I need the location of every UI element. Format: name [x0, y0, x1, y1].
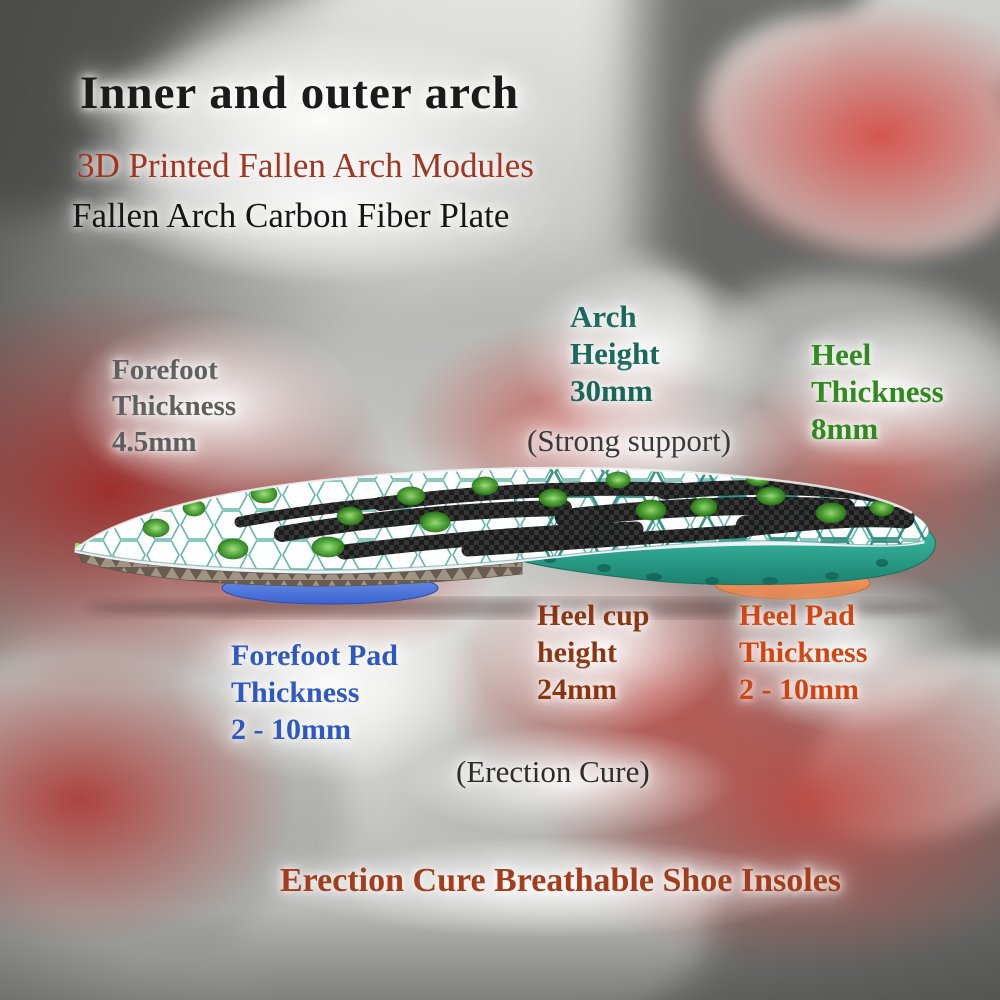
subtitle-3d-printed: 3D Printed Fallen Arch Modules [77, 146, 534, 185]
label-heel-cup-height: Heel cup height 24mm [537, 599, 650, 706]
insole-illustration [73, 466, 944, 618]
label-forefoot-pad-thickness: Forefoot Pad Thickness 2 - 10mm [231, 639, 398, 746]
tread-layer [77, 551, 523, 587]
label-forefoot-thickness: Forefoot Thickness 4.5mm [112, 354, 237, 458]
page-title: Inner and outer arch [80, 67, 520, 119]
label-strong-support: (Strong support) [527, 423, 732, 458]
label-heel-pad-thickness: Heel Pad Thickness 2 - 10mm [739, 599, 868, 706]
subtitle-carbon-plate: Fallen Arch Carbon Fiber Plate [72, 196, 510, 235]
footer-caption: Erection Cure Breathable Shoe Insoles [280, 862, 842, 899]
label-arch-height: Arch Height 30mm [570, 299, 660, 408]
top-edge-highlight [74, 466, 913, 551]
label-erection-cure: (Erection Cure) [456, 754, 650, 789]
label-heel-thickness: Heel Thickness 8mm [811, 337, 944, 446]
